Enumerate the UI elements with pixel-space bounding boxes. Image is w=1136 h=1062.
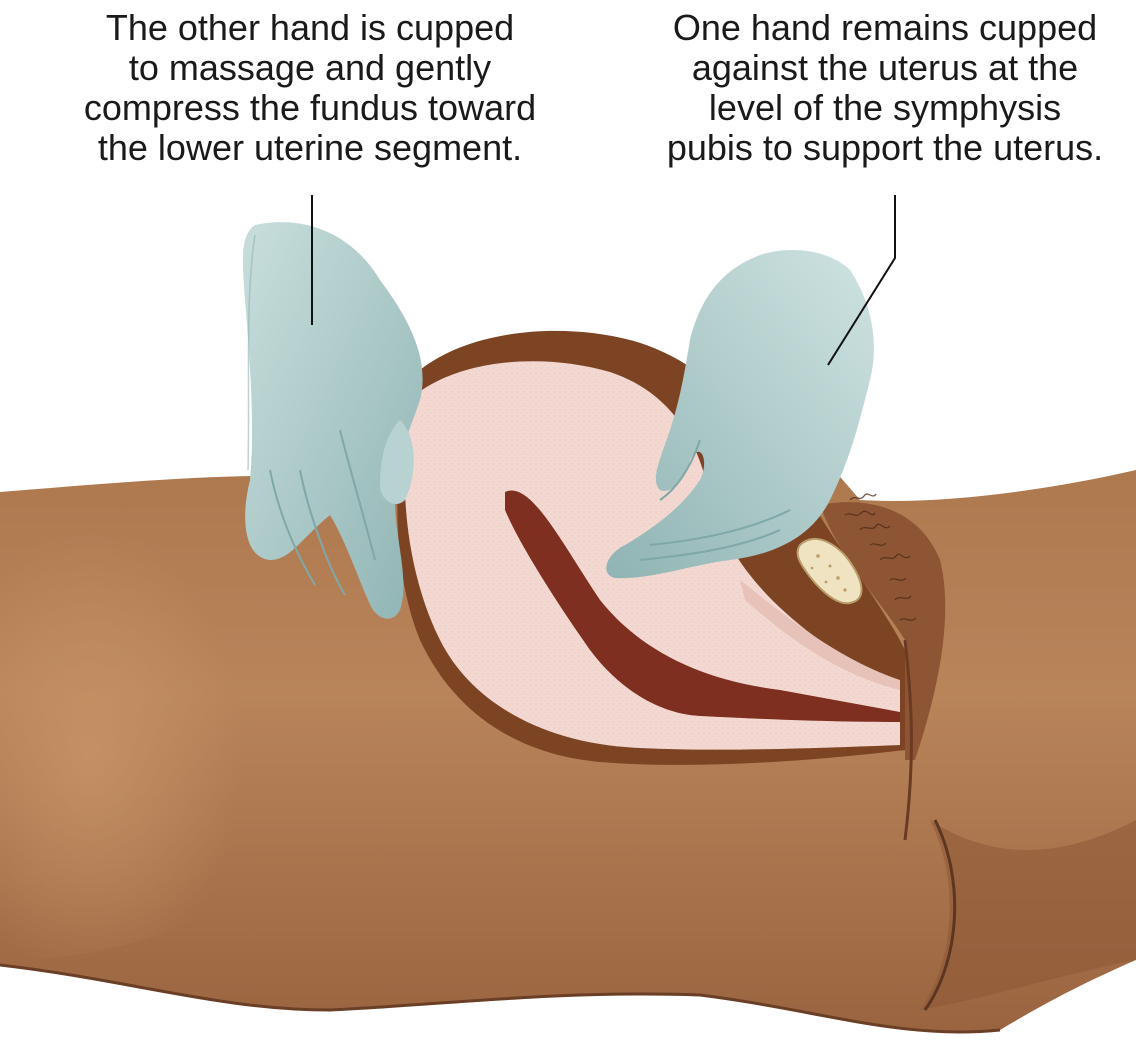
caption-line: to massage and gently: [40, 48, 580, 88]
caption-uterus-support: One hand remains cupped against the uter…: [625, 8, 1136, 168]
caption-fundus-massage: The other hand is cupped to massage and …: [40, 8, 580, 168]
caption-line: level of the symphysis: [625, 88, 1136, 128]
caption-line: compress the fundus toward: [40, 88, 580, 128]
caption-line: One hand remains cupped: [625, 8, 1136, 48]
caption-line: The other hand is cupped: [40, 8, 580, 48]
caption-line: pubis to support the uterus.: [625, 128, 1136, 168]
caption-line: against the uterus at the: [625, 48, 1136, 88]
caption-line: the lower uterine segment.: [40, 128, 580, 168]
